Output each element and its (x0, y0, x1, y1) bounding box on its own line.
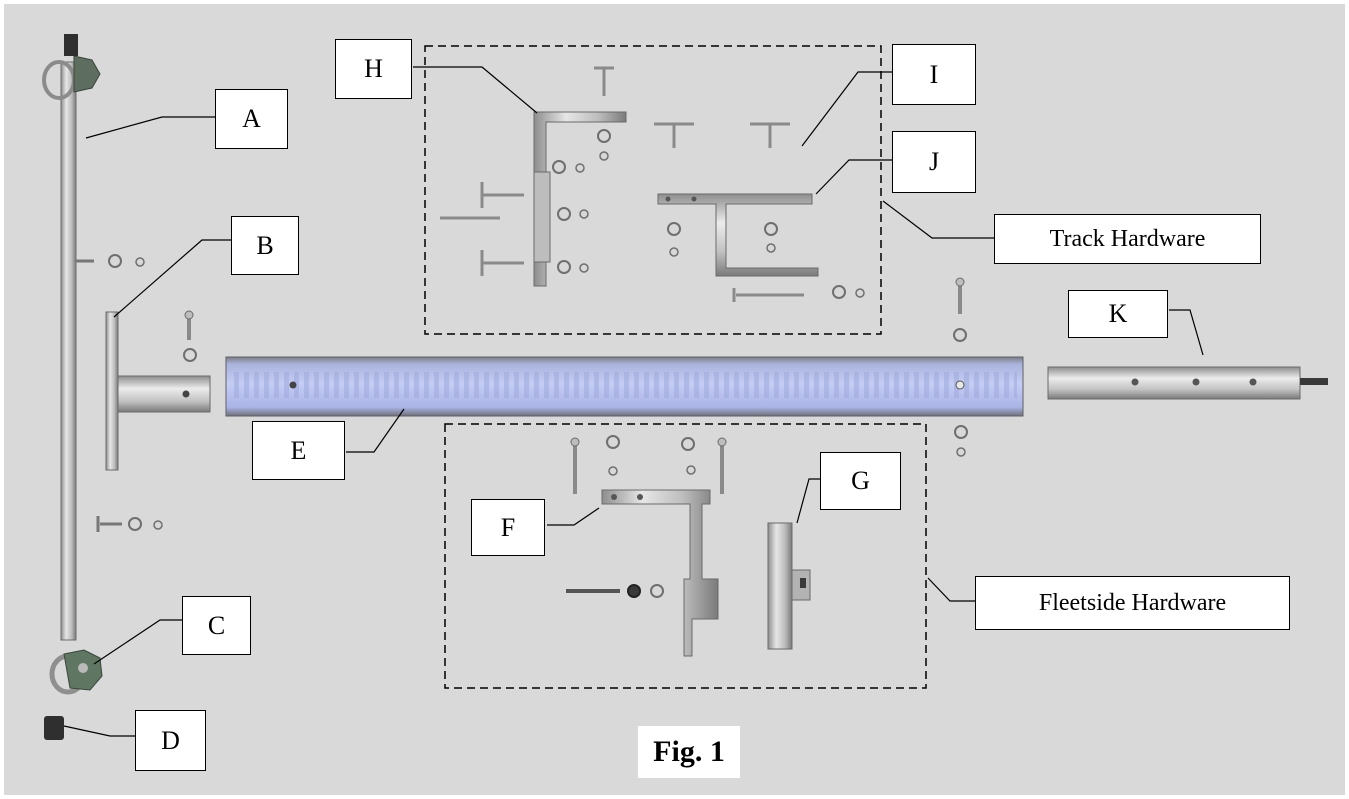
part-a-bar (44, 34, 100, 640)
leader-d (64, 726, 137, 736)
label-g: G (820, 452, 901, 510)
leader-h (413, 67, 537, 113)
leader-g (797, 479, 822, 523)
part-b-bracket (106, 311, 210, 470)
label-f: F (471, 499, 545, 556)
leader-track (883, 201, 994, 238)
leader-j (816, 160, 894, 194)
leader-b (114, 240, 233, 317)
part-d-knob (44, 716, 64, 740)
label-track-hardware: Track Hardware (994, 214, 1261, 264)
part-j-bracket (658, 194, 818, 276)
label-e: E (252, 421, 345, 480)
label-h: H (335, 39, 412, 99)
label-b: B (231, 216, 299, 275)
leader-a (86, 117, 218, 138)
leader-c (94, 620, 184, 664)
track-hardware-bolts (440, 68, 614, 276)
label-fleetside-hardware: Fleetside Hardware (975, 576, 1290, 630)
part-f-bracket (602, 490, 718, 656)
leader-f (547, 508, 599, 525)
part-a-hardware-upper (76, 255, 144, 267)
diagram-canvas: A B C D E F G H I J K Track Hardware Fle… (4, 4, 1345, 795)
label-j: J (892, 131, 976, 193)
part-h-bracket (534, 112, 626, 286)
label-i: I (892, 44, 976, 105)
label-a: A (215, 89, 288, 149)
figure-caption: Fig. 1 (638, 726, 740, 778)
label-k: K (1068, 290, 1168, 338)
parts-illustration (4, 4, 1345, 795)
label-d: D (135, 710, 206, 771)
part-e-track (226, 357, 1023, 416)
part-a-hardware-lower (98, 516, 162, 532)
leader-i (802, 72, 894, 146)
track-hardware-frame (425, 46, 881, 334)
label-c: C (182, 596, 251, 655)
part-j-hardware (668, 223, 864, 302)
leader-fleetside (928, 578, 975, 601)
part-i-tbolts (654, 124, 790, 148)
leader-k (1169, 310, 1203, 355)
part-k-tube (1048, 367, 1328, 399)
part-c-ubolt-knob (52, 650, 102, 692)
part-g-tube (768, 523, 810, 649)
